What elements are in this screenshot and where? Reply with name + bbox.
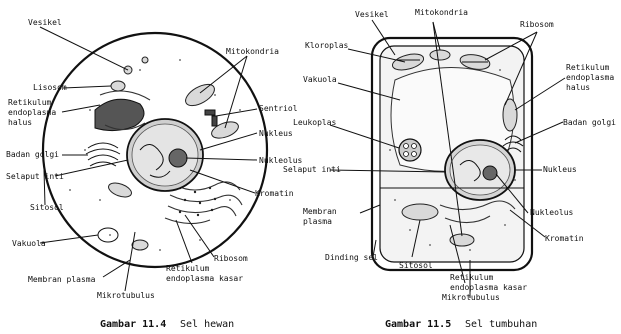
label-plant-badan-golgi: Badan golgi [563, 118, 616, 127]
label-plant-mikrotubulus: Mikrotubulus [442, 293, 500, 302]
label-lisosom: Lisosom [33, 83, 67, 92]
label-vesikel: Vesikel [28, 18, 62, 27]
label-plant-vakuola: Vakuola [303, 75, 337, 84]
caption-animal-prefix: Gambar 11.4 [100, 319, 166, 330]
label-plant-leukoplas: Leukoplas [293, 118, 337, 127]
animal-cell-drawing [40, 27, 267, 291]
label-plant-selaput-inti: Selaput inti [283, 165, 341, 174]
label-sentriol: Sentriol [259, 104, 298, 113]
label-plant-ribosom: Ribosom [520, 20, 554, 29]
label-plant-retikulum-kasar-2: endoplasma kasar [450, 283, 527, 292]
label-mikrotubulus: Mikrotubulus [97, 291, 155, 300]
label-plant-vesikel: Vesikel [355, 10, 389, 19]
label-vakuola: Vakuola [12, 239, 46, 248]
label-nukleus: Nukleus [259, 129, 293, 138]
label-plant-retikulum-halus-3: halus [566, 83, 590, 92]
label-retikulum-kasar-1: Retikulum [166, 264, 210, 273]
label-plant-sitosol: Sitosol [399, 261, 433, 270]
label-retikulum-halus-2: endoplasma [8, 108, 56, 117]
plant-leukoplast [399, 139, 421, 161]
label-selaput-inti: Selaput inti [6, 172, 64, 181]
caption-plant-text: Sel tumbuhan [465, 319, 537, 330]
label-plant-nukleolus: Nukleolus [530, 208, 574, 217]
label-plant-nukleus: Nukleus [543, 165, 577, 174]
label-plant-retikulum-halus-2: endoplasma [566, 73, 614, 82]
label-ribosom: Ribosom [214, 254, 248, 263]
captions: Gambar 11.4 Sel hewan Gambar 11.5 Sel tu… [100, 319, 537, 330]
label-retikulum-halus-1: Retikulum [8, 98, 52, 107]
label-retikulum-halus-3: halus [8, 118, 32, 127]
label-plant-dinding-sel: Dinding sel [325, 253, 378, 262]
label-mitokondria: Mitokondria [226, 47, 279, 56]
label-nukleolus: Nukleolus [259, 156, 303, 165]
label-sitosol: Sitosol [30, 203, 64, 212]
label-retikulum-kasar-2: endoplasma kasar [166, 274, 243, 283]
label-membran-plasma: Membran plasma [28, 275, 96, 284]
label-plant-retikulum-kasar-1: Retikulum [450, 273, 494, 282]
caption-plant-prefix: Gambar 11.5 [385, 319, 451, 330]
label-plant-kloroplas: Kloroplas [305, 41, 349, 50]
caption-animal-text: Sel hewan [180, 319, 234, 330]
label-plant-membran-plasma-2: plasma [303, 217, 332, 226]
label-kromatin: Kromatin [255, 189, 294, 198]
label-plant-retikulum-halus-1: Retikulum [566, 63, 610, 72]
label-plant-kromatin: Kromatin [545, 234, 584, 243]
label-plant-mitokondria: Mitokondria [415, 8, 468, 17]
label-badan-golgi: Badan golgi [6, 150, 59, 159]
label-plant-membran-plasma-1: Membran [303, 207, 337, 216]
